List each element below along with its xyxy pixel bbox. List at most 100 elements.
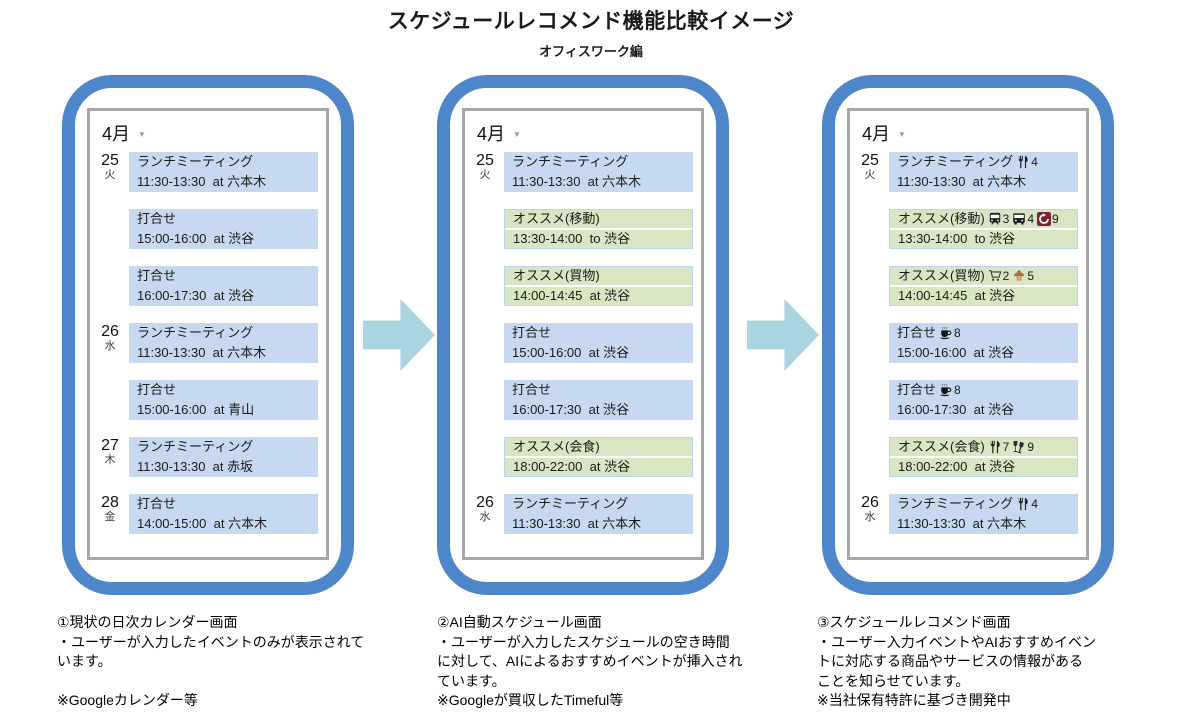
event-date [856, 380, 884, 420]
fork-knife-icon [988, 440, 1002, 454]
chevron-down-icon: ▼ [513, 130, 521, 139]
event-row: 打合せ 15:00-16:00 at 渋谷 [96, 209, 318, 249]
flow-arrow-right [363, 299, 435, 371]
event-date [856, 437, 884, 477]
event-list: 25 火 ランチミーティング 11:30-13:30 at 六本木 オススメ(移… [471, 152, 693, 534]
month-selector[interactable]: 4月 ▼ [471, 117, 693, 149]
badge-count: 9 [1027, 440, 1035, 454]
event-title: ランチミーティング [897, 496, 1014, 511]
cupcake-icon [1012, 269, 1026, 283]
event-time: 16:00-17:30 at 渋谷 [897, 402, 1015, 417]
event-time: 11:30-13:30 at 六本木 [512, 174, 642, 189]
event-date [96, 380, 124, 420]
badge-count: 7 [1002, 440, 1010, 454]
chevron-down-icon: ▼ [138, 130, 146, 139]
event-date: 25 火 [856, 152, 884, 192]
event-row: 打合せ 16:00-17:30 at 渋谷 [96, 266, 318, 306]
recommend-event-card: オススメ(買物) 14:00-14:45 at 渋谷 [504, 266, 693, 306]
event-time: 15:00-16:00 at 渋谷 [137, 231, 255, 246]
event-card: ランチミーティング 11:30-13:30 at 六本木 [129, 323, 318, 363]
event-badge: 4 [1012, 210, 1034, 228]
train-icon [988, 212, 1002, 226]
event-time: 18:00-22:00 at 渋谷 [513, 459, 631, 474]
date-number: 25 [101, 152, 119, 169]
event-badge: 9 [1012, 438, 1034, 456]
event-row: 28 金 打合せ 14:00-15:00 at 六本木 [96, 494, 318, 534]
event-date [471, 437, 499, 477]
wine-glasses-icon [1012, 440, 1026, 454]
badge-count: 9 [1052, 212, 1059, 226]
event-badge: 4 [1016, 494, 1038, 514]
phone-frame-ai-schedule: 4月 ▼ 25 火 ランチミーティング 11:30-13:30 at 六本木 オ… [437, 75, 729, 595]
phone-frame-current-calendar: 4月 ▼ 25 火 ランチミーティング 11:30-13:30 at 六本木 打… [62, 75, 354, 595]
date-number: 27 [101, 437, 119, 454]
event-time: 13:30-14:00 to 渋谷 [513, 231, 631, 246]
event-card: ランチミーティング 11:30-13:30 at 六本木 [129, 152, 318, 192]
event-badge: 8 [939, 323, 961, 343]
coffee-icon [939, 326, 953, 340]
date-weekday: 火 [104, 169, 116, 181]
event-card: 打合せ 15:00-16:00 at 渋谷 [129, 209, 318, 249]
event-time: 11:30-13:30 at 六本木 [137, 174, 267, 189]
event-title: 打合せ [897, 382, 937, 397]
event-title: 打合せ [137, 268, 177, 283]
chevron-down-icon: ▼ [898, 130, 906, 139]
month-label: 4月 [102, 124, 131, 144]
badge-count: 3 [1002, 212, 1010, 226]
event-badge: 7 [988, 438, 1010, 456]
event-date [471, 266, 499, 306]
event-date [471, 209, 499, 249]
event-badge: 8 [939, 380, 961, 400]
event-card: 打合せ 16:00-17:30 at 渋谷 [504, 380, 693, 420]
event-row: 27 木 ランチミーティング 11:30-13:30 at 赤坂 [96, 437, 318, 477]
date-number: 26 [476, 494, 494, 511]
event-badge: 2 [988, 267, 1009, 285]
event-time: 15:00-16:00 at 渋谷 [897, 345, 1015, 360]
event-time: 13:30-14:00 to 渋谷 [898, 231, 1016, 246]
event-card: ランチミーティング 11:30-13:30 at 赤坂 [129, 437, 318, 477]
event-title: ランチミーティング [512, 496, 629, 511]
event-title: 打合せ [512, 382, 552, 397]
event-row: 26 水 ランチミーティング 11:30-13:30 at 六本木 [96, 323, 318, 363]
event-time: 14:00-14:45 at 渋谷 [898, 288, 1016, 303]
event-title: 打合せ [137, 382, 177, 397]
event-card: 打合せ 16:00-17:30 at 渋谷 [129, 266, 318, 306]
event-title: オススメ(移動) [898, 211, 985, 226]
month-selector[interactable]: 4月 ▼ [96, 117, 318, 149]
date-weekday: 金 [104, 511, 116, 523]
event-row: オススメ(買物) 14:00-14:45 at 渋谷 [471, 266, 693, 306]
date-weekday: 水 [479, 511, 491, 523]
event-row: オススメ(移動) 13:30-14:00 to 渋谷 [471, 209, 693, 249]
event-date: 25 火 [471, 152, 499, 192]
event-card: ランチミーティング 11:30-13:30 at 六本木 [504, 152, 693, 192]
event-title: 打合せ [137, 496, 177, 511]
date-number: 28 [101, 494, 119, 511]
month-selector[interactable]: 4月 ▼ [856, 117, 1078, 149]
event-date [471, 323, 499, 363]
event-row: オススメ(会食) 18:00-22:00 at 渋谷 [471, 437, 693, 477]
badge-count: 4 [1031, 497, 1038, 511]
event-date: 26 水 [856, 494, 884, 534]
event-time: 11:30-13:30 at 六本木 [137, 345, 267, 360]
date-number: 25 [476, 152, 494, 169]
month-label: 4月 [477, 124, 506, 144]
date-weekday: 水 [104, 340, 116, 352]
event-title: ランチミーティング [512, 154, 629, 169]
page-subtitle: オフィスワーク編 [539, 44, 643, 59]
caption-current-calendar: ①現状の日次カレンダー画面 ・ユーザーが入力したイベントのみが表示されて います… [57, 614, 365, 708]
event-time: 11:30-13:30 at 六本木 [897, 516, 1027, 531]
event-row: 打合せ 16:00-17:30 at 渋谷 [471, 380, 693, 420]
event-title: オススメ(移動) [513, 211, 600, 226]
event-time: 14:00-14:45 at 渋谷 [513, 288, 631, 303]
event-title: 打合せ [137, 211, 177, 226]
event-date: 26 水 [471, 494, 499, 534]
calendar-screen: 4月 ▼ 25 火 ランチミーティング 11:30-13:30 at 六本木 オ… [462, 108, 704, 560]
